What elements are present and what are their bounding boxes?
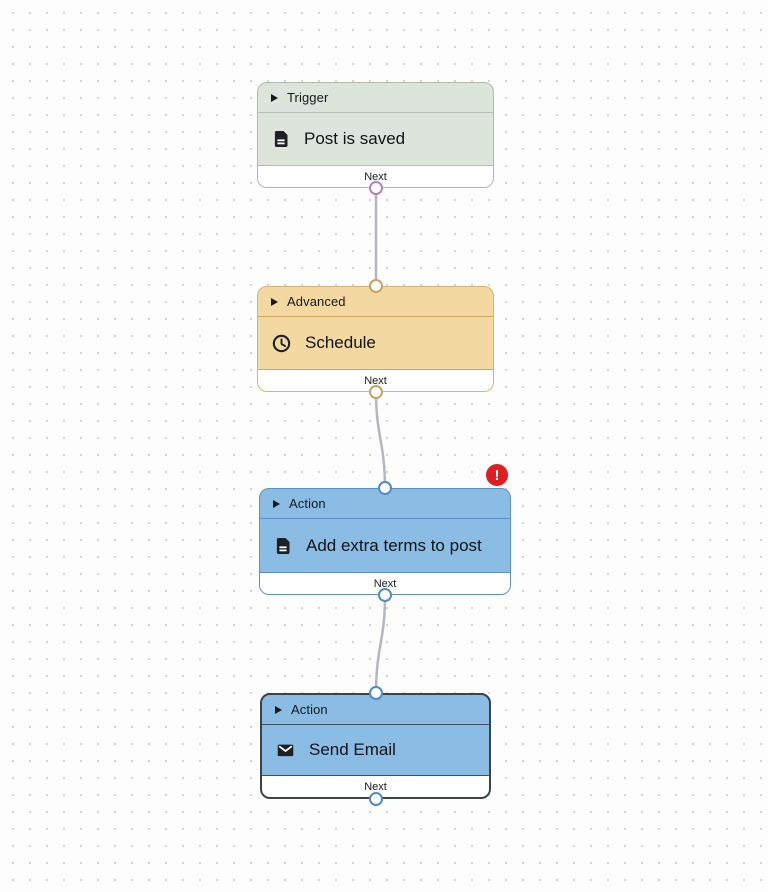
node-title: Schedule — [305, 333, 376, 352]
node-title: Send Email — [309, 740, 396, 759]
node-body: Add extra terms to post — [260, 519, 510, 572]
collapse-triangle-icon — [275, 705, 282, 714]
node-category-label: Advanced — [287, 294, 346, 309]
error-badge-icon[interactable]: ! — [486, 464, 508, 486]
node-header[interactable]: Action — [262, 695, 489, 725]
node-header[interactable]: Action — [260, 489, 510, 519]
node-footer-next: Next — [262, 775, 489, 797]
node-body: Schedule — [258, 317, 493, 369]
collapse-triangle-icon — [271, 297, 278, 306]
node-body: Post is saved — [258, 113, 493, 165]
document-icon — [276, 537, 290, 554]
output-port[interactable] — [368, 384, 383, 399]
node-action-send-email[interactable]: Action Send Email Next — [260, 693, 491, 799]
clock-icon — [272, 334, 291, 352]
node-body: Send Email — [262, 725, 489, 775]
envelope-icon — [277, 744, 294, 756]
collapse-triangle-icon — [273, 499, 280, 508]
node-header[interactable]: Trigger — [258, 83, 493, 113]
node-advanced-schedule[interactable]: Advanced Schedule Next — [257, 286, 494, 392]
node-title: Add extra terms to post — [306, 535, 482, 555]
connector-line[interactable] — [374, 594, 387, 696]
node-category-label: Trigger — [287, 90, 329, 105]
input-port[interactable] — [377, 480, 392, 495]
node-title: Post is saved — [304, 129, 406, 148]
output-port[interactable] — [368, 791, 383, 806]
node-footer-next: Next — [260, 572, 510, 594]
node-trigger-post-is-saved[interactable]: Trigger Post is saved Next — [257, 82, 494, 188]
next-label: Next — [364, 170, 387, 183]
node-footer-next: Next — [258, 369, 493, 391]
node-action-add-extra-terms[interactable]: Action Add extra terms to post Next — [259, 488, 511, 595]
input-port[interactable] — [368, 685, 383, 700]
collapse-triangle-icon — [271, 93, 278, 102]
output-port[interactable] — [377, 587, 392, 602]
node-header[interactable]: Advanced — [258, 287, 493, 317]
connector-line[interactable] — [374, 389, 387, 491]
node-category-label: Action — [289, 496, 326, 511]
output-port[interactable] — [368, 180, 383, 195]
next-label: Next — [364, 374, 387, 387]
document-icon — [274, 131, 288, 147]
node-category-label: Action — [291, 702, 328, 717]
next-label: Next — [364, 780, 387, 793]
input-port[interactable] — [368, 278, 383, 293]
node-footer-next: Next — [258, 165, 493, 187]
next-label: Next — [373, 577, 397, 590]
